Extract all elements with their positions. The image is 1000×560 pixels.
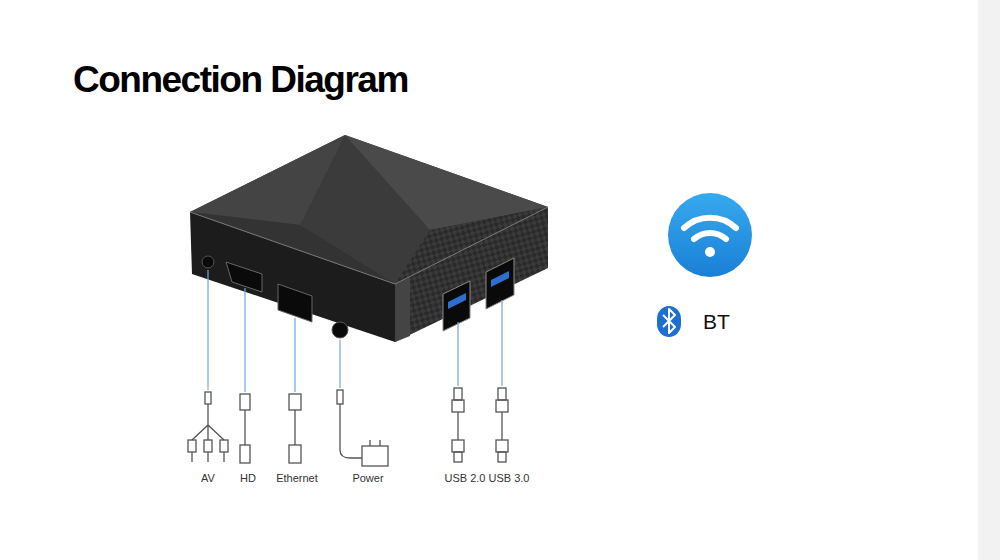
port-label: AV xyxy=(201,472,215,484)
bluetooth-label: BT xyxy=(703,310,730,334)
leader-lines xyxy=(208,270,502,392)
port-label: USB 3.0 xyxy=(489,472,530,484)
bluetooth-icon xyxy=(657,306,681,337)
side-strip xyxy=(978,0,1000,560)
port-label: Ethernet xyxy=(276,472,318,484)
wifi-icon xyxy=(668,193,752,277)
port-label: USB 2.0 xyxy=(445,472,486,484)
cable-icons xyxy=(188,388,508,466)
tv-box xyxy=(190,135,548,342)
port-label: HD xyxy=(240,472,256,484)
port-label: Power xyxy=(352,472,383,484)
page-title: Connection Diagram xyxy=(73,59,408,101)
